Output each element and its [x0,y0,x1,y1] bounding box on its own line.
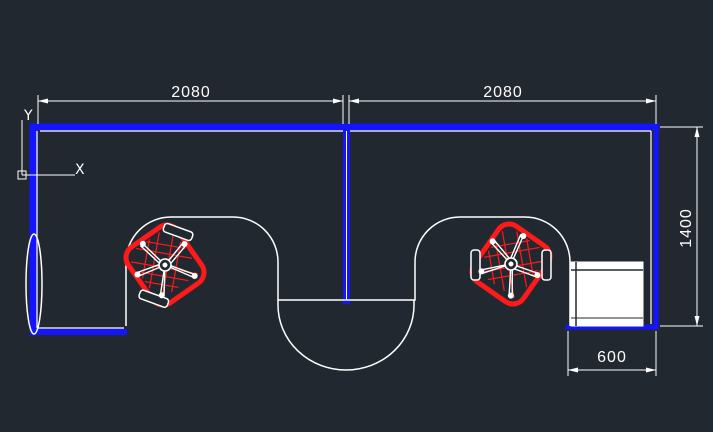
ucs-icon: Y X [17,108,85,180]
ucs-y-label: Y [23,108,33,124]
ucs-x-label: X [75,162,85,178]
left-door-ellipse [25,233,43,335]
dim-left-width: 2080 [171,84,211,101]
desk-outline [125,216,571,326]
cabinet-icon [570,261,644,327]
office-chair-icon [457,212,565,317]
wall-inner-lines [36,130,652,329]
dim-cabinet-width: 600 [597,349,627,366]
center-partition [343,124,350,304]
dim-height: 1400 [678,208,695,248]
office-chair-icon [112,213,220,318]
dim-right-width: 2080 [483,84,523,101]
door-swing-icon [277,300,415,371]
